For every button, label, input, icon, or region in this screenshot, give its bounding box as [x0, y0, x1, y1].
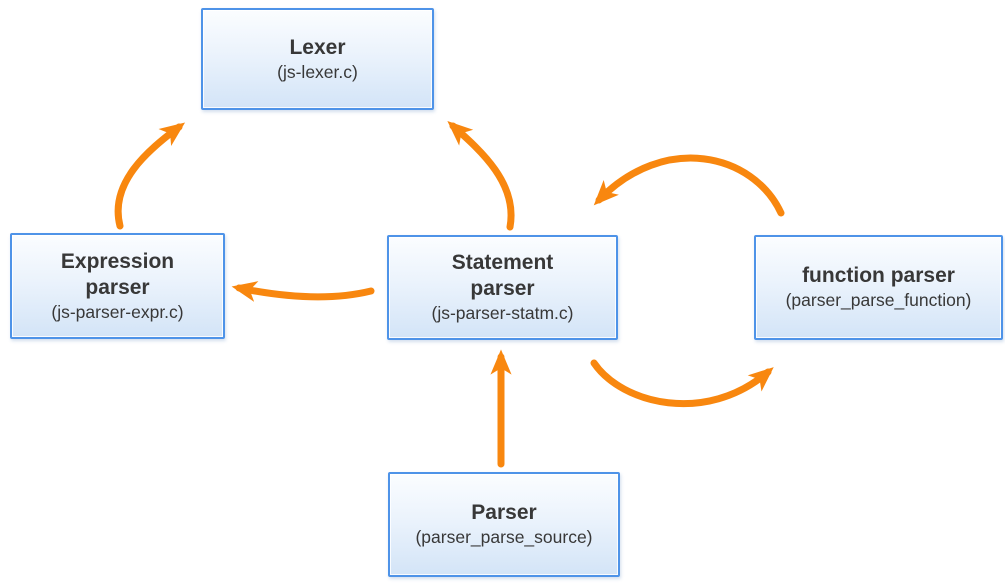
node-statement-parser-subtitle: (js-parser-statm.c): [431, 303, 574, 324]
edge-statement-parser-to-lexer-arrow: [447, 120, 515, 231]
node-lexer-title: Lexer: [289, 35, 346, 59]
node-statement-parser-title-line1: Statement: [451, 251, 554, 275]
node-lexer: Lexer (js-lexer.c): [201, 8, 434, 110]
node-expression-parser-subtitle: (js-parser-expr.c): [51, 301, 184, 322]
node-lexer-subtitle: (js-lexer.c): [277, 61, 358, 82]
node-parser-title: Parser: [471, 501, 537, 525]
edge-function-parser-to-statement-parser-arrow: [593, 154, 785, 217]
node-expression-parser-title-line1: Expression: [60, 249, 175, 273]
node-parser-subtitle: (parser_parse_source): [415, 527, 593, 548]
node-function-parser: function parser (parser_parse_function): [754, 235, 1003, 340]
edge-statement-parser-to-expression-parser-arrow: [231, 281, 375, 302]
node-statement-parser: Statement parser (js-parser-statm.c): [387, 235, 618, 340]
node-function-parser-title: function parser: [802, 264, 955, 288]
edge-statement-parser-to-function-parser-arrow: [590, 359, 774, 408]
node-expression-parser: Expression parser (js-parser-expr.c): [10, 233, 225, 339]
node-parser: Parser (parser_parse_source): [388, 472, 620, 577]
node-expression-parser-title-line2: parser: [85, 275, 150, 299]
node-function-parser-subtitle: (parser_parse_function): [785, 290, 972, 311]
edge-expression-parser-to-lexer-arrow: [114, 122, 186, 230]
node-statement-parser-title-line2: parser: [470, 277, 535, 301]
